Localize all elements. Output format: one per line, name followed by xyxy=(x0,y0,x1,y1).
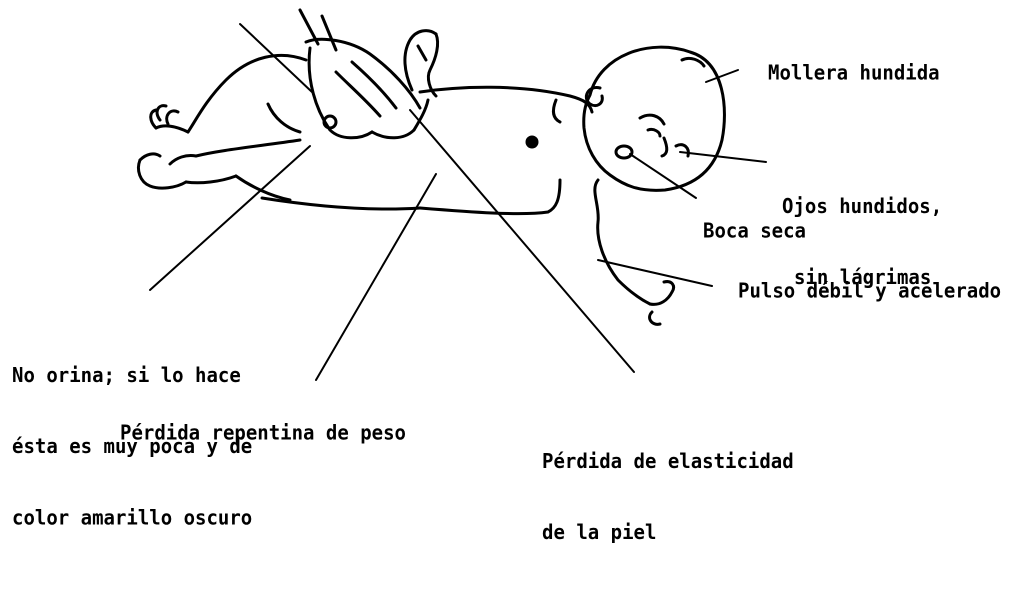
leader-peso xyxy=(316,174,436,380)
leader-ojos xyxy=(680,152,766,162)
label-mollera-hundida: Mollera hundida xyxy=(768,61,940,85)
label-perdida-peso: Pérdida repentina de peso xyxy=(120,421,406,445)
dehydration-diagram: Mollera hundida Ojos hundidos, sin lágri… xyxy=(0,0,1025,450)
label-perdida-elasticidad: Pérdida de elasticidad de la piel xyxy=(542,402,794,592)
label-orina-line-3: color amarillo oscuro xyxy=(12,506,252,530)
label-no-orina: No orina; si lo hace ésta es muy poca y … xyxy=(12,316,252,577)
label-boca-seca: Boca seca xyxy=(703,219,806,243)
label-orina-line-1: No orina; si lo hace xyxy=(12,364,252,388)
label-piel-line-1: Pérdida de elasticidad xyxy=(542,450,794,474)
leader-mollera xyxy=(706,70,738,82)
baby-left-arm xyxy=(405,31,438,96)
leader-orina xyxy=(150,146,310,290)
label-ojos-line-1: Ojos hundidos, xyxy=(782,195,942,219)
label-pulso: Pulso débil y acelerado xyxy=(738,279,1001,303)
pinching-hand xyxy=(300,10,428,138)
label-piel-line-2: de la piel xyxy=(542,521,794,545)
label-ojos-hundidos: Ojos hundidos, sin lágrimas xyxy=(782,147,942,337)
baby-legs xyxy=(138,55,306,200)
leader-pulso xyxy=(598,260,712,286)
